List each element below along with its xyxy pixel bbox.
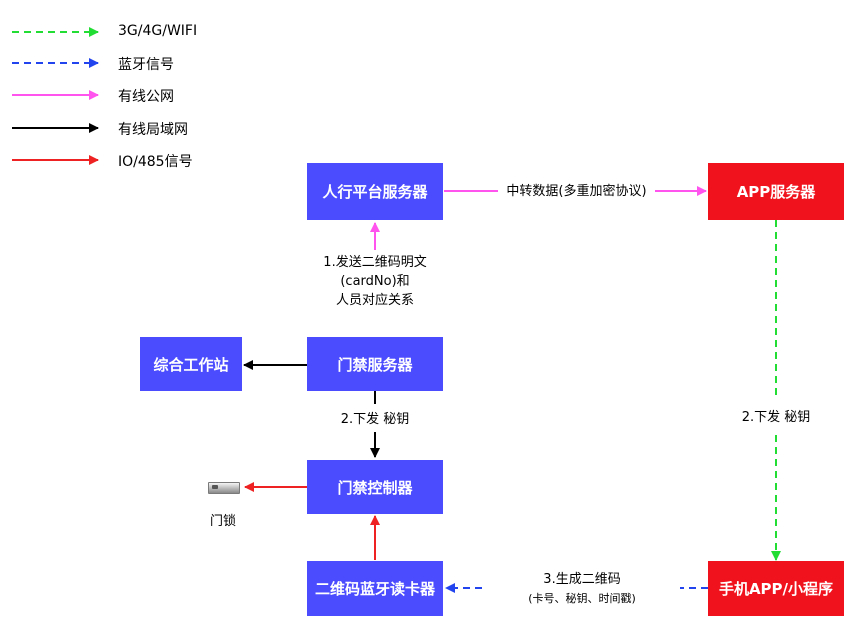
door-lock-label: 门锁	[209, 514, 236, 529]
node-platform-server[interactable]: 人行平台服务器	[307, 163, 443, 220]
edge-label-send-qr-line2: (cardNo)和	[340, 274, 410, 289]
legend-label-wifi: 3G/4G/WIFI	[118, 23, 198, 39]
edge-label-send-qr: 1.发送二维码明文 (cardNo)和 人员对应关系	[305, 253, 445, 310]
legend-label-public-wire: 有线公网	[118, 89, 174, 105]
legend-label-io: IO/485信号	[118, 154, 193, 170]
edge-label-gen-qr: 3.生成二维码 (卡号、秘钥、时间戳)	[484, 570, 680, 608]
edge-label-send-qr-line1: 1.发送二维码明文	[323, 255, 427, 270]
node-mobile-app[interactable]: 手机APP/小程序	[708, 561, 844, 616]
edge-label-gen-qr-line2: (卡号、秘钥、时间戳)	[528, 592, 636, 605]
legend-label-lan: 有线局域网	[118, 122, 188, 138]
door-lock-icon	[208, 482, 240, 494]
edge-label-gen-qr-line1: 3.生成二维码	[543, 572, 621, 587]
node-access-controller[interactable]: 门禁控制器	[307, 460, 443, 514]
node-access-server[interactable]: 门禁服务器	[307, 337, 443, 391]
node-reader[interactable]: 二维码蓝牙读卡器	[307, 561, 443, 616]
edge-label-relay: 中转数据(多重加密协议)	[506, 184, 647, 199]
legend-label-bluetooth: 蓝牙信号	[118, 57, 174, 73]
node-workstation[interactable]: 综合工作站	[140, 337, 242, 391]
node-app-server[interactable]: APP服务器	[708, 163, 844, 220]
edge-label-send-qr-line3: 人员对应关系	[335, 293, 414, 308]
edge-label-key-down-right: 2.下发 秘钥	[741, 410, 811, 425]
edge-label-key-down-left: 2.下发 秘钥	[340, 412, 410, 427]
